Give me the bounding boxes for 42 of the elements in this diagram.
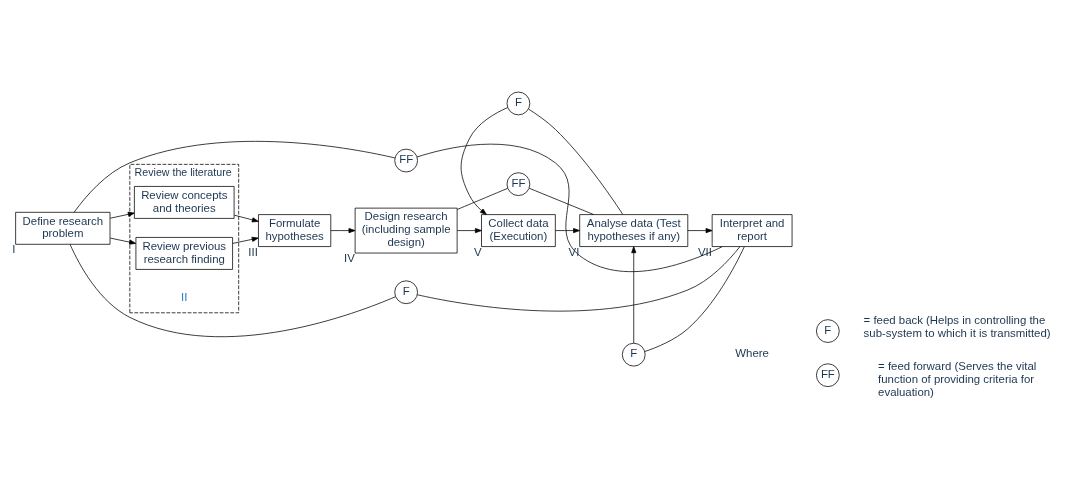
- connector: [528, 187, 595, 215]
- connector: [457, 187, 508, 210]
- connector: [417, 245, 741, 311]
- node-circle: FF: [506, 171, 531, 196]
- arrow: [232, 236, 259, 244]
- node-box: Formulate hypotheses: [258, 213, 332, 247]
- node-label: V: [473, 245, 482, 258]
- arrow: [460, 106, 508, 215]
- node-box: Review concepts and theories: [134, 185, 235, 219]
- arrow: [631, 245, 637, 343]
- node-circle: F: [394, 279, 418, 304]
- connector: [69, 243, 396, 337]
- arrow: [457, 227, 482, 233]
- connector: [416, 143, 723, 272]
- connector: [644, 245, 745, 352]
- arrow: [109, 211, 135, 219]
- node-circle: F: [506, 91, 531, 115]
- node-label: II: [181, 290, 188, 303]
- connector: [528, 108, 624, 215]
- node-label: I: [12, 242, 16, 255]
- node-box: Design research (including sample design): [354, 207, 458, 253]
- label: Where: [735, 346, 769, 359]
- node-label: = feed forward (Serves the vital function of providing criteria for evaluation): [878, 359, 1037, 398]
- connector: [73, 140, 396, 212]
- node-circle: FF: [394, 148, 418, 172]
- node-box: Collect data (Execution): [481, 213, 556, 247]
- arrow: [687, 227, 713, 233]
- arrow: [555, 227, 580, 233]
- arrow: [330, 227, 356, 233]
- node-label: = feed back (Helps in controlling the sub-system to which it is transmitted): [863, 313, 1051, 339]
- node-label: VII: [697, 245, 712, 258]
- arrow: [233, 214, 259, 222]
- node-label: IV: [344, 251, 355, 264]
- node-circle: FF: [816, 362, 840, 387]
- arrow: [109, 237, 137, 245]
- node-circle: F: [621, 342, 646, 366]
- node-box: Interpret and report: [711, 213, 793, 247]
- node-box: Define research problem: [15, 211, 111, 245]
- node-box: Review previous research finding: [135, 236, 233, 270]
- node-box: Analyse data (Test hypotheses if any): [579, 213, 689, 247]
- node-label: III: [248, 245, 258, 258]
- node-circle: F: [816, 318, 840, 343]
